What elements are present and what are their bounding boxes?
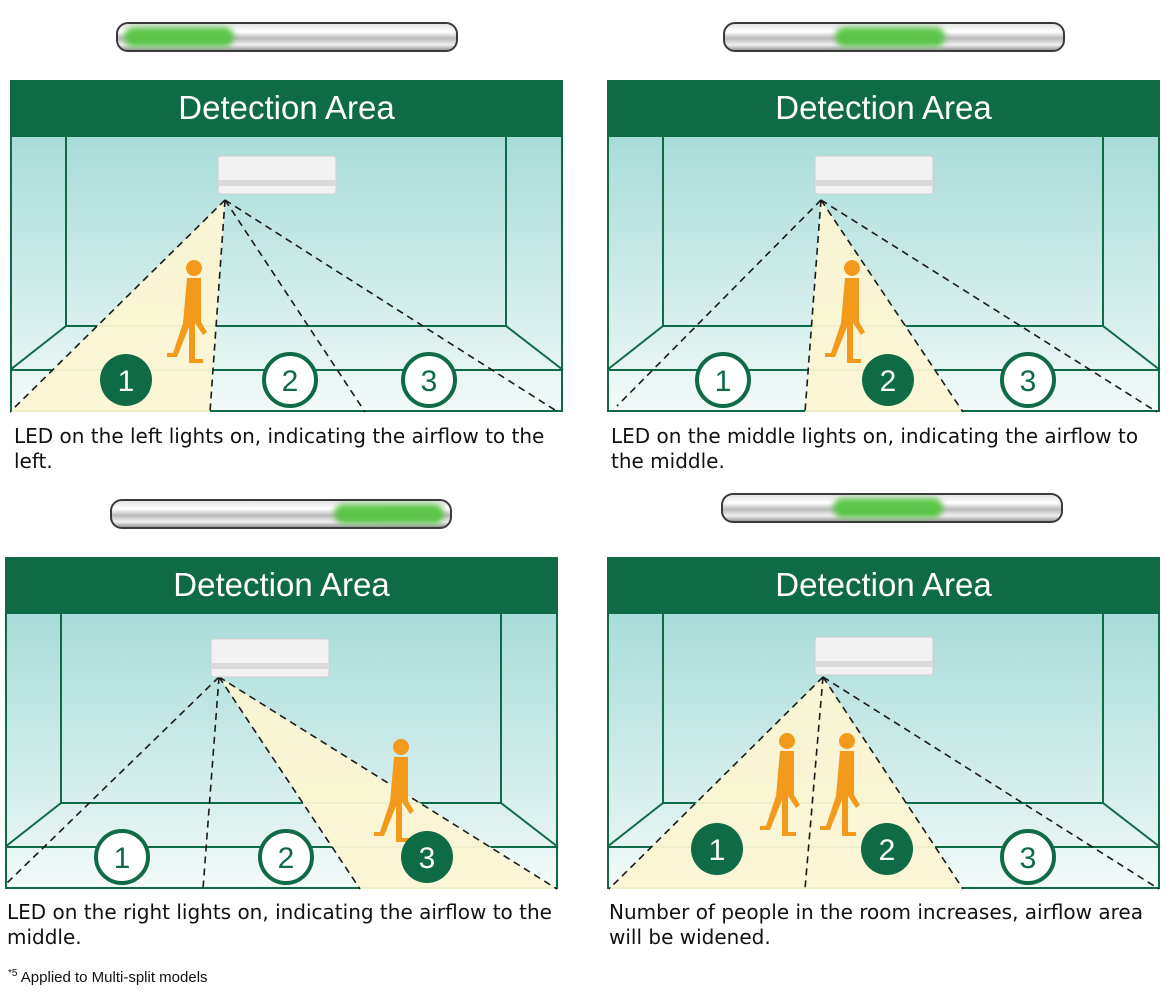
led-indicator-bar bbox=[723, 22, 1065, 52]
svg-text:1: 1 bbox=[709, 834, 726, 867]
svg-text:3: 3 bbox=[421, 365, 438, 398]
person-walking-icon bbox=[825, 260, 865, 363]
zone-marker-2: 2 bbox=[262, 352, 318, 408]
zone-marker-1: 1 bbox=[100, 354, 152, 406]
room-diagram: 1 2 3 bbox=[5, 613, 559, 890]
svg-text:2: 2 bbox=[282, 365, 299, 398]
panel-caption: LED on the right lights on, indicating t… bbox=[7, 900, 552, 949]
detection-area-header: Detection Area bbox=[10, 80, 563, 136]
air-conditioner-icon bbox=[210, 638, 330, 678]
zone-marker-1: 1 bbox=[94, 829, 150, 885]
air-conditioner-icon bbox=[217, 155, 337, 195]
room-diagram: 1 2 3 bbox=[607, 136, 1161, 413]
zone-marker-2: 2 bbox=[258, 829, 314, 885]
footnote: *5 Applied to Multi-split models bbox=[8, 968, 208, 986]
person-walking-icon bbox=[167, 260, 207, 363]
svg-text:3: 3 bbox=[419, 842, 436, 875]
airflow-beam bbox=[805, 200, 963, 412]
svg-text:3: 3 bbox=[1020, 365, 1037, 398]
person-walking-icon bbox=[374, 739, 414, 842]
person-walking-icon bbox=[760, 733, 800, 836]
footnote-marker: *5 bbox=[8, 968, 18, 979]
zone-marker-3: 3 bbox=[401, 352, 457, 408]
person-walking-icon bbox=[820, 733, 860, 836]
room-diagram: 1 2 3 bbox=[10, 136, 564, 413]
zone-marker-3: 3 bbox=[1000, 829, 1056, 885]
led-indicator-bar bbox=[110, 499, 452, 529]
panel-caption: LED on the left lights on, indicating th… bbox=[14, 424, 545, 473]
detection-area-header: Detection Area bbox=[607, 80, 1160, 136]
svg-text:2: 2 bbox=[880, 365, 897, 398]
svg-text:1: 1 bbox=[114, 842, 131, 875]
air-conditioner-icon bbox=[814, 155, 934, 195]
panel-caption: LED on the middle lights on, indicating … bbox=[611, 424, 1139, 473]
room-diagram: 1 2 3 bbox=[607, 613, 1161, 890]
zone-marker-1: 1 bbox=[695, 352, 751, 408]
panel-caption: Number of people in the room increases, … bbox=[609, 900, 1143, 949]
svg-text:2: 2 bbox=[879, 834, 896, 867]
detection-area-header: Detection Area bbox=[607, 557, 1160, 613]
led-indicator-bar bbox=[116, 22, 458, 52]
led-indicator-bar bbox=[721, 493, 1063, 523]
air-conditioner-icon bbox=[814, 636, 934, 676]
zone-marker-3: 3 bbox=[1000, 352, 1056, 408]
svg-text:1: 1 bbox=[118, 365, 135, 398]
led-left-light bbox=[124, 27, 234, 47]
detection-area-header: Detection Area bbox=[5, 557, 558, 613]
zone-marker-3: 3 bbox=[401, 831, 453, 883]
led-middle-light bbox=[833, 498, 943, 518]
footnote-text: Applied to Multi-split models bbox=[17, 969, 208, 986]
led-middle-light bbox=[835, 27, 945, 47]
zone-marker-2: 2 bbox=[862, 354, 914, 406]
zone-marker-1: 1 bbox=[691, 823, 743, 875]
led-right-light bbox=[334, 504, 444, 524]
svg-text:1: 1 bbox=[715, 365, 732, 398]
svg-text:3: 3 bbox=[1020, 842, 1037, 875]
svg-text:2: 2 bbox=[278, 842, 295, 875]
zone-marker-2: 2 bbox=[861, 823, 913, 875]
